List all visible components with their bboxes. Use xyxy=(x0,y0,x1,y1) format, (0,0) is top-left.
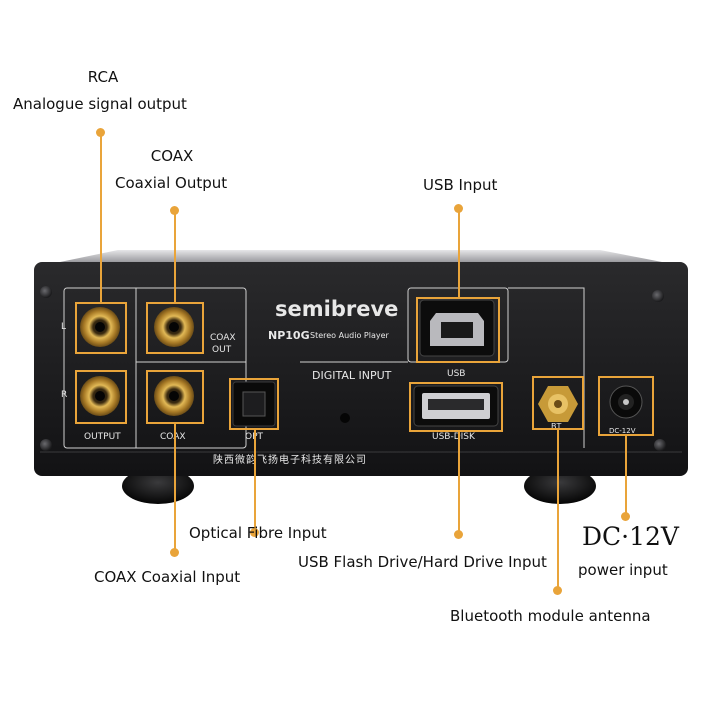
highlight-coax-in xyxy=(146,370,204,424)
callout-coax-title: COAX xyxy=(150,147,194,165)
right-channel-label: R xyxy=(61,390,68,400)
callout-usb-flash: USB Flash Drive/Hard Drive Input xyxy=(298,553,547,571)
callout-rca-desc: Analogue signal output xyxy=(13,95,187,113)
antenna-connector-icon xyxy=(538,386,578,422)
callout-dot-coax-out xyxy=(170,206,179,215)
callout-dot-dc xyxy=(621,512,630,521)
indicator-hole xyxy=(340,413,350,423)
dc-jack-icon xyxy=(609,385,643,419)
callout-usb-input: USB Input xyxy=(423,176,498,194)
usb-b-port-icon xyxy=(419,299,495,357)
coax-out-label-1: COAX xyxy=(210,333,236,343)
highlight-dc xyxy=(598,376,654,436)
callout-dot-coax-in xyxy=(170,548,179,557)
callout-dot-usb-b xyxy=(454,204,463,213)
callout-power: power input xyxy=(578,561,668,579)
optical-port-icon xyxy=(232,381,276,427)
callout-rca-title: RCA xyxy=(87,68,119,86)
callout-line-bt xyxy=(557,430,559,590)
highlight-usb-b xyxy=(416,297,500,363)
highlight-rca-top xyxy=(75,302,127,354)
coax-out-label-2: OUT xyxy=(212,345,232,355)
model-subtitle: Stereo Audio Player xyxy=(310,331,389,340)
callout-line-rca xyxy=(100,132,102,302)
highlight-usb-a xyxy=(409,382,503,432)
bt-label: BT xyxy=(551,422,562,431)
callout-optical: Optical Fibre Input xyxy=(189,524,327,542)
callout-coax-desc: Coaxial Output xyxy=(115,174,228,192)
callout-dot-bt xyxy=(553,586,562,595)
usb-a-port-icon xyxy=(413,385,499,427)
callout-line-optical xyxy=(254,430,256,532)
dc-label: DC-12V xyxy=(609,427,636,435)
callout-dot-rca xyxy=(96,128,105,137)
highlight-rca-bottom xyxy=(75,370,127,424)
highlight-coax-out xyxy=(146,302,204,354)
callout-bluetooth: Bluetooth module antenna xyxy=(450,607,651,625)
foot-left xyxy=(122,468,194,504)
rca-jack-icon xyxy=(80,307,194,416)
callout-line-coax-out xyxy=(174,211,176,302)
callout-coax-input: COAX Coaxial Input xyxy=(94,568,241,586)
brand-logo: semibreve xyxy=(275,297,399,321)
foot-right xyxy=(524,468,596,504)
callout-line-dc xyxy=(625,436,627,516)
usb-disk-label: USB-DISK xyxy=(432,432,475,442)
screw-icon xyxy=(40,286,666,451)
digital-input-label: DIGITAL INPUT xyxy=(312,369,392,382)
callout-line-coax-in xyxy=(174,424,176,552)
top-cover xyxy=(60,250,662,262)
highlight-optical xyxy=(229,378,279,430)
callout-dc: DC·12V xyxy=(582,522,679,551)
left-channel-label: L xyxy=(61,322,67,332)
callout-dot-optical xyxy=(250,528,259,537)
callout-line-usb-a xyxy=(458,432,460,534)
highlight-bt xyxy=(532,376,584,430)
callout-line-usb-b xyxy=(458,208,460,298)
output-label: OUTPUT xyxy=(84,432,121,442)
manufacturer-label: 陕西微韵飞扬电子科技有限公司 xyxy=(213,455,367,466)
callout-dot-usb-a xyxy=(454,530,463,539)
model-label: NP10G xyxy=(268,329,310,342)
coax-in-label: COAX xyxy=(160,432,186,442)
usb-label: USB xyxy=(447,369,466,379)
